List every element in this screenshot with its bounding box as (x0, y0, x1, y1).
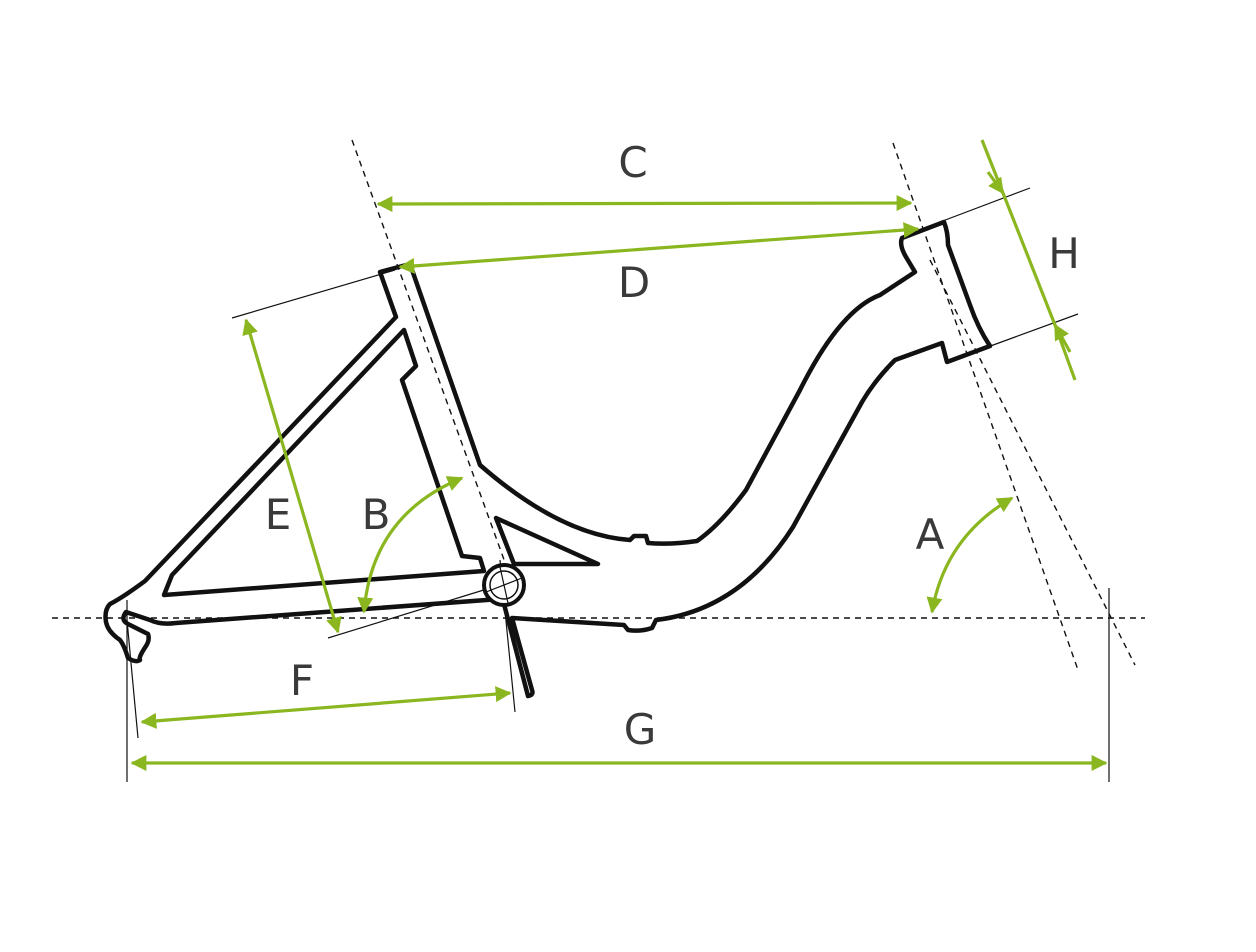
dimension-h-top-arrowhead (986, 171, 1005, 195)
label-a: A (916, 510, 945, 559)
dimension-d-arrow (398, 222, 920, 274)
label-e: E (265, 490, 292, 539)
bottom-bracket-crosshair-vertical (499, 566, 509, 604)
frame-outer-contour (103, 219, 993, 699)
dimension-labels: C D E B A H F G (265, 138, 1080, 754)
head-tube-top-extension (939, 187, 1031, 223)
label-d: D (618, 258, 650, 307)
head-tube-bottom-extension (984, 313, 1079, 349)
bike-frame (103, 219, 993, 699)
dimension-arrows (130, 139, 1108, 771)
dimension-a-arrow (926, 496, 1014, 614)
label-b: B (362, 490, 391, 539)
dimension-e-arrow (242, 318, 342, 634)
bottom-bracket-inner (489, 570, 519, 600)
dimension-h-span (1001, 192, 1057, 326)
dimension-c-arrow (376, 195, 913, 212)
label-h: H (1048, 229, 1080, 278)
extension-lines (126, 187, 1110, 782)
dimension-h-bottom-arrowhead (1053, 323, 1072, 353)
dimension-f-arrow (140, 686, 512, 729)
dimension-h-top-leader (980, 139, 1005, 194)
label-c: C (618, 138, 647, 187)
seat-tube-axis (351, 139, 516, 591)
dimension-b-arrow (357, 476, 464, 614)
seat-tube-top-extension (231, 269, 396, 319)
rear-axle-slanted-line (126, 619, 139, 739)
label-g: G (624, 705, 657, 754)
gusset-triangle (493, 515, 601, 567)
label-f: F (290, 656, 314, 705)
head-tube-axis (892, 142, 1079, 671)
front-triangle-inner-contour (161, 327, 487, 598)
steering-axis-extension (929, 259, 1136, 666)
